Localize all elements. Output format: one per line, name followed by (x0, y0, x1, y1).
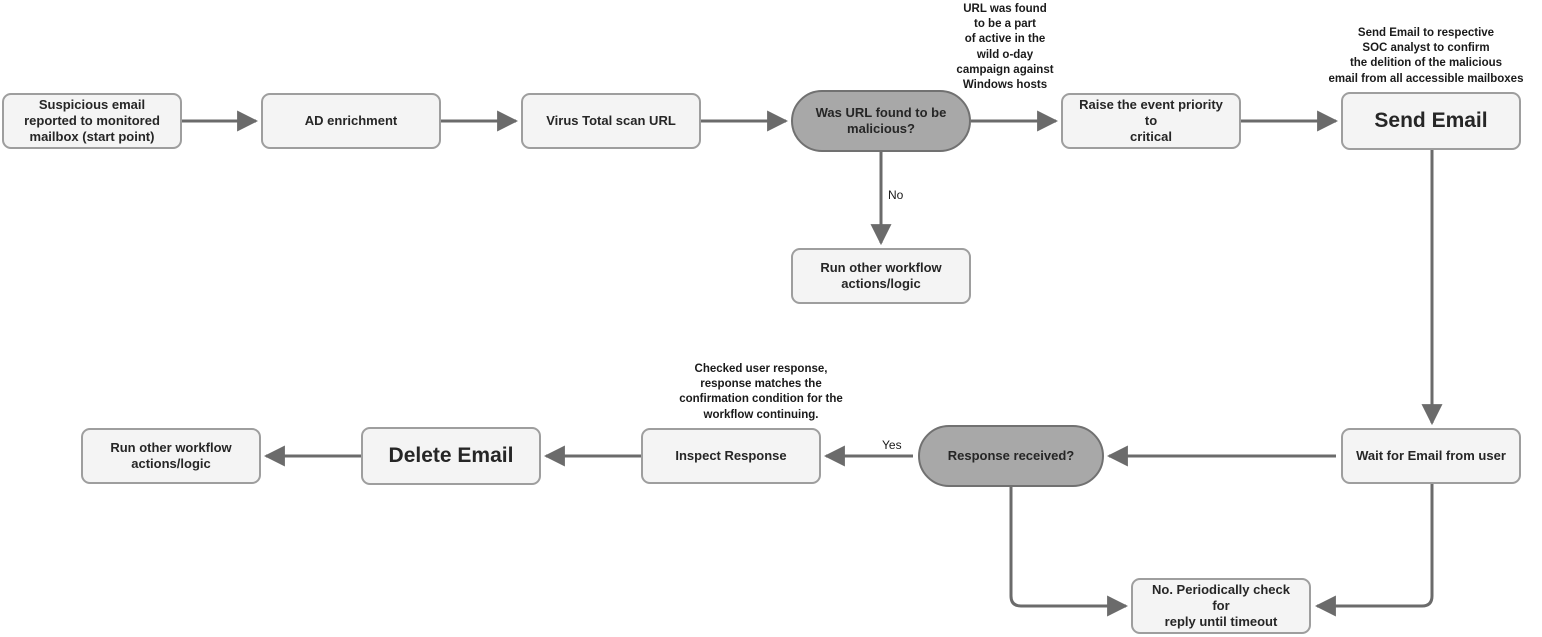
node-label: Delete Email (388, 444, 514, 468)
node-delete-email[interactable]: Delete Email (361, 427, 541, 485)
node-ad-enrichment[interactable]: AD enrichment (261, 93, 441, 149)
node-raise-priority[interactable]: Raise the event priority to critical (1061, 93, 1241, 149)
node-label: Send Email (1374, 109, 1488, 133)
node-run-other-workflow-top[interactable]: Run other workflow actions/logic (791, 248, 971, 304)
note-send-email-soc: Send Email to respective SOC analyst to … (1328, 27, 1524, 85)
node-label: Run other workflow actions/logic (110, 440, 232, 471)
node-label: Inspect Response (675, 448, 787, 464)
node-label: No. Periodically check for reply until t… (1151, 582, 1290, 629)
node-periodic-check[interactable]: No. Periodically check for reply until t… (1131, 578, 1311, 634)
node-label: Wait for Email from user (1356, 448, 1506, 464)
node-wait-for-email[interactable]: Wait for Email from user (1341, 428, 1521, 484)
node-label: Response received? (947, 448, 1075, 464)
node-label: Was URL found to be malicious? (815, 105, 947, 136)
edge-label-yes: Yes (880, 438, 904, 452)
node-label: AD enrichment (304, 113, 398, 129)
node-label: Run other workflow actions/logic (820, 260, 942, 291)
node-run-other-workflow-bottom[interactable]: Run other workflow actions/logic (81, 428, 261, 484)
edge-wait-for-email-to-periodic-check (1314, 484, 1434, 617)
node-virus-total-scan[interactable]: Virus Total scan URL (521, 93, 701, 149)
note-url-campaign: URL was found to be a part of active in … (956, 3, 1054, 91)
node-start[interactable]: Suspicious email reported to monitored m… (2, 93, 182, 149)
node-response-received-decision[interactable]: Response received? (918, 425, 1104, 487)
note-checked-user-response: Checked user response, response matches … (679, 363, 843, 421)
node-label: Suspicious email reported to monitored m… (24, 97, 160, 144)
node-label: Virus Total scan URL (546, 113, 676, 129)
node-url-malicious-decision[interactable]: Was URL found to be malicious? (791, 90, 971, 152)
node-send-email[interactable]: Send Email (1341, 92, 1521, 150)
node-inspect-response[interactable]: Inspect Response (641, 428, 821, 484)
edge-response-decision-no-to-periodic-check (1009, 487, 1129, 617)
edge-label-no: No (886, 188, 906, 202)
node-label: Raise the event priority to critical (1079, 97, 1223, 144)
